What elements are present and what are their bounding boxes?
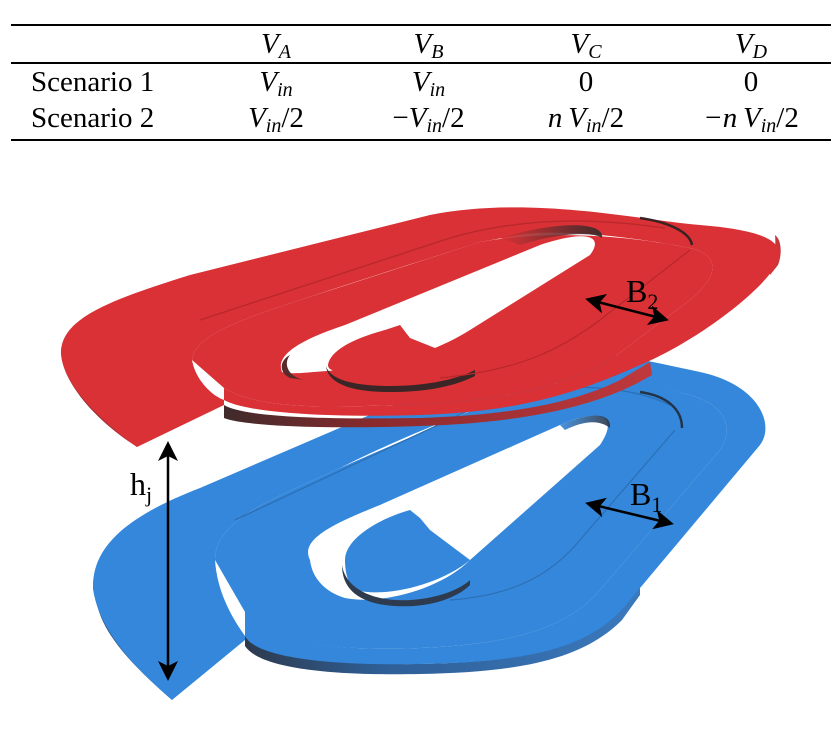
table-header-row: VA VB VC VD bbox=[11, 26, 831, 63]
top-coil-hole-shade bbox=[500, 225, 603, 245]
bottom-coil-hole-shade bbox=[560, 415, 611, 430]
cell-va: Vin/2 bbox=[248, 102, 304, 137]
top-coil-front-side bbox=[224, 362, 652, 428]
top-coil-groove bbox=[199, 220, 666, 321]
header-vd: VD bbox=[734, 28, 768, 63]
cell-vd: −n Vin/2 bbox=[703, 102, 799, 137]
row-label: Scenario 1 bbox=[31, 66, 155, 98]
cell-vc: n Vin/2 bbox=[547, 102, 625, 137]
bottom-coil-top bbox=[92, 352, 766, 700]
cell-vb: Vin bbox=[411, 66, 446, 101]
b1-width-label: B1 bbox=[630, 476, 663, 517]
top-coil-inner-lip bbox=[328, 325, 440, 372]
table-row: Scenario 2 Vin/2 −Vin/2 n Vin/2 −n Vin/2 bbox=[11, 100, 831, 137]
header-va: VA bbox=[261, 28, 291, 63]
b1-width-arrow bbox=[585, 497, 674, 530]
header-vc: VC bbox=[570, 28, 602, 63]
row-label: Scenario 2 bbox=[31, 102, 155, 134]
header-vb: VB bbox=[413, 28, 444, 63]
bottom-coil-inner-lip bbox=[345, 510, 470, 593]
bottom-coil-groove-2 bbox=[449, 429, 676, 601]
cell-va: Vin bbox=[259, 66, 293, 101]
table-top-rule bbox=[11, 24, 831, 26]
b2-width-arrow bbox=[585, 294, 669, 325]
top-coil-groove-2 bbox=[439, 249, 691, 379]
top-coil-groove-end bbox=[639, 216, 694, 246]
b2-width-label: B2 bbox=[626, 273, 659, 314]
bottom-coil-lip-shade bbox=[342, 565, 470, 607]
top-coil-lip-shade bbox=[326, 366, 475, 392]
bottom-coil-groove-end bbox=[639, 390, 684, 429]
cell-vd: 0 bbox=[743, 66, 759, 98]
top-coil-left-hole-shade bbox=[281, 355, 305, 380]
top-coil-top bbox=[61, 207, 780, 447]
top-coil bbox=[61, 207, 781, 447]
table-bottom-rule bbox=[11, 139, 831, 141]
gap-height-label: hj bbox=[130, 466, 153, 507]
table-mid-rule bbox=[11, 62, 831, 64]
cell-vc: 0 bbox=[578, 66, 594, 98]
cell-vb: −Vin/2 bbox=[392, 102, 465, 137]
bottom-coil bbox=[92, 352, 766, 700]
table-row: Scenario 1 Vin Vin 0 0 bbox=[11, 64, 831, 101]
